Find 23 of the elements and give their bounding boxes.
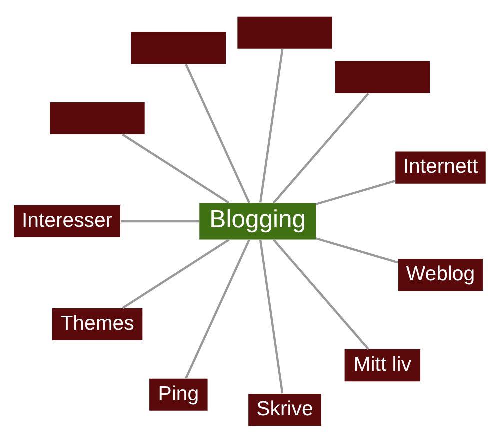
connector [185,64,250,203]
node-box [131,32,226,64]
connector [185,239,250,378]
node-box: Weblog [398,258,483,291]
connector [259,240,284,394]
node-box: Skrive [248,394,322,426]
node-box: Blogging [200,202,316,240]
connector [272,92,370,204]
connector [316,237,398,264]
connector [120,220,200,222]
node-box [50,102,145,134]
node-box: Interesser [14,204,120,238]
node-box: Mitt liv [344,349,421,382]
node-box: Ping [150,378,208,410]
node-box [335,60,430,93]
connector [259,48,284,202]
connector [122,133,230,204]
connector [122,238,230,309]
connector [316,180,396,205]
node-box [238,16,332,48]
connector [272,238,370,350]
node-box: Internett [396,151,486,184]
node-box: Themes [52,308,143,340]
